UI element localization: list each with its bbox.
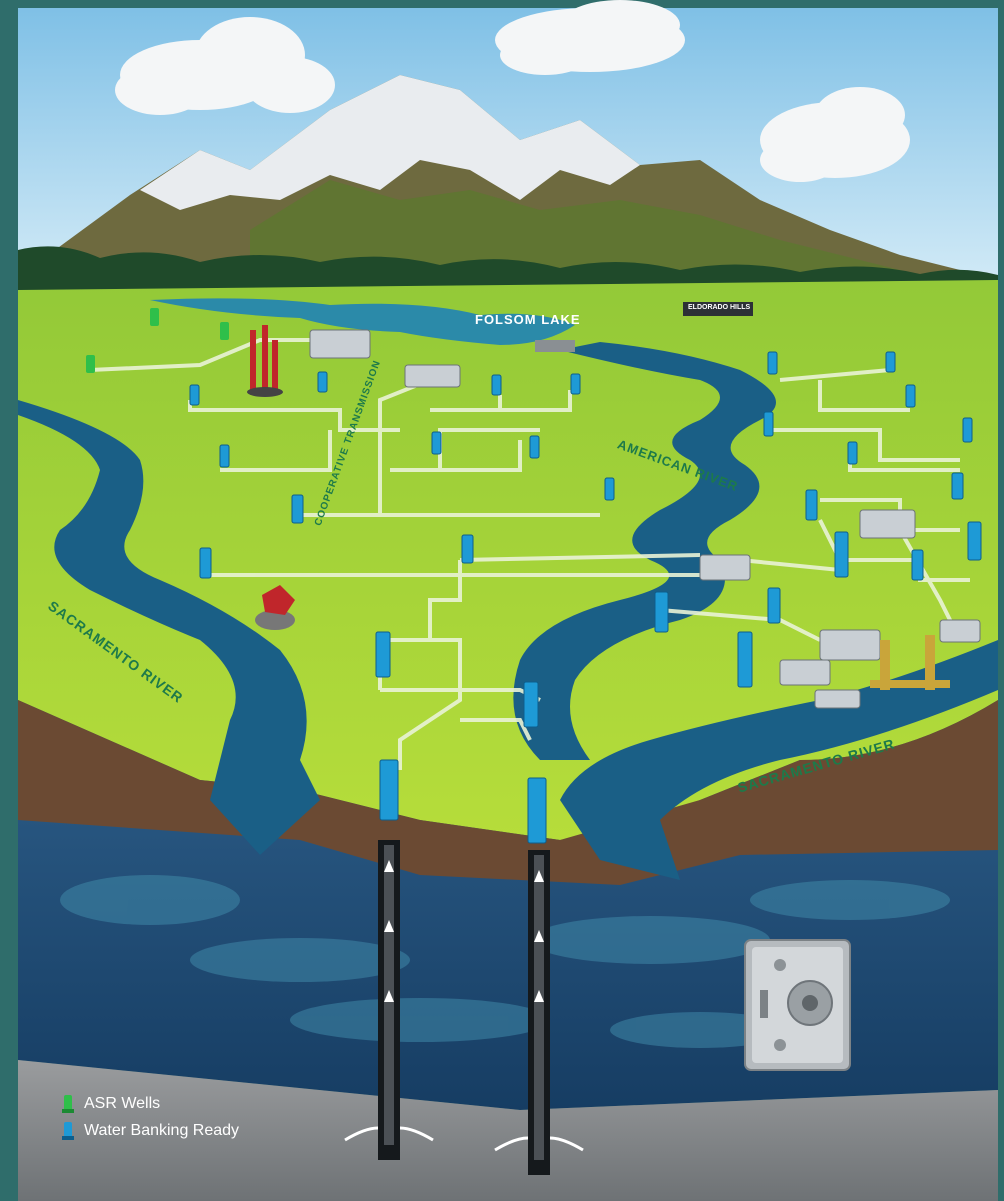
vault-icon xyxy=(744,939,851,1071)
legend: ASR Wells Water Banking Ready xyxy=(60,1090,239,1144)
water-banking-wells xyxy=(189,351,982,844)
legend-label: Water Banking Ready xyxy=(84,1121,240,1139)
flow-arrows xyxy=(384,860,544,1002)
cloud xyxy=(495,0,685,75)
cloud xyxy=(760,87,910,182)
dam xyxy=(535,340,575,352)
mountain-snow xyxy=(140,75,640,210)
asr-well-icon xyxy=(62,1094,74,1113)
legend-item-water-banking: Water Banking Ready xyxy=(60,1117,239,1144)
sacramento-river-left xyxy=(18,400,320,855)
sculpture xyxy=(247,325,283,397)
eldorado-hills-label: ELDORADO HILLS xyxy=(688,304,751,311)
eldorado-hills-sign xyxy=(683,302,753,316)
bedrock xyxy=(18,1060,998,1201)
water-bank-well-icon xyxy=(62,1121,74,1140)
legend-item-asr-wells: ASR Wells xyxy=(60,1090,239,1117)
american-river xyxy=(513,342,776,760)
tower-bridge xyxy=(870,635,950,690)
folsom-lake xyxy=(150,298,575,345)
asr-wells xyxy=(86,308,229,373)
cloud xyxy=(115,17,335,115)
treatment-plants xyxy=(309,329,981,709)
inflow-arrows xyxy=(344,1126,584,1152)
sculpture xyxy=(255,585,295,630)
legend-label: ASR Wells xyxy=(84,1094,161,1112)
folsom-lake-label: FOLSOM LAKE xyxy=(475,312,581,327)
sacramento-river-right xyxy=(560,640,998,880)
